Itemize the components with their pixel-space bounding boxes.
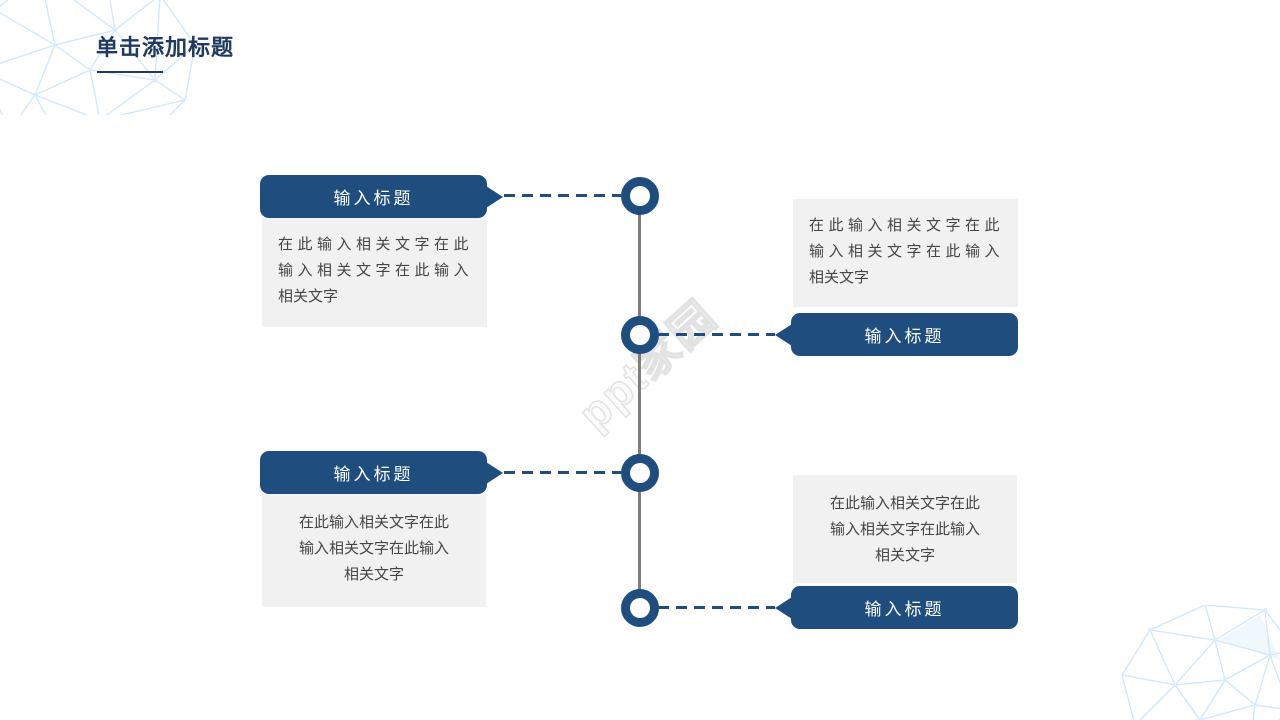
item2-callout-pointer-icon: [775, 323, 792, 346]
item4-title-label: 输入标题: [864, 600, 945, 619]
timeline-node-4: [621, 589, 659, 627]
item1-text-line-3: 相关文字: [278, 288, 339, 305]
timeline-node-3: [621, 454, 659, 492]
item2-title-box[interactable]: 输入标题: [775, 313, 1018, 356]
item4-text-box[interactable]: 在此输入相关文字在此 输入相关文字在此输入 相关文字: [793, 475, 1017, 583]
item1-callout-pointer-icon: [486, 185, 503, 208]
item2-text-box[interactable]: 在此输入相关文字在此 输入相关文字在此输入 相关文字: [793, 199, 1018, 307]
item3-title-label: 输入标题: [333, 465, 414, 484]
timeline-spine: [638, 196, 641, 608]
timeline-node-1: [621, 177, 659, 215]
dashed-connector-2: [658, 333, 775, 336]
item4-text-line-3: 相关文字: [874, 547, 935, 564]
title-underline: [97, 71, 163, 73]
dashed-connector-4: [658, 606, 775, 609]
item4-text-line-1: 在此输入相关文字在此: [829, 495, 980, 512]
item1-title-box[interactable]: 输入标题: [260, 175, 503, 218]
timeline-node-2: [621, 316, 659, 354]
item3-text-line-2: 输入相关文字在此输入: [298, 540, 449, 557]
item3-text-line-1: 在此输入相关文字在此: [298, 514, 449, 531]
item3-text-line-3: 相关文字: [343, 566, 404, 583]
item2-title-label: 输入标题: [864, 327, 945, 346]
item1-text-line-2: 输入相关文字在此输入: [278, 262, 474, 279]
item3-text-box[interactable]: 在此输入相关文字在此 输入相关文字在此输入 相关文字: [262, 494, 486, 607]
item3-title-box[interactable]: 输入标题: [260, 451, 503, 494]
item2-text-line-1: 在此输入相关文字在此: [809, 217, 1005, 234]
dashed-connector-3: [504, 471, 621, 474]
item4-text-line-2: 输入相关文字在此输入: [829, 521, 980, 538]
item4-callout-pointer-icon: [775, 596, 792, 619]
dashed-connector-1: [504, 194, 621, 197]
item2-text-line-2: 输入相关文字在此输入: [809, 243, 1005, 260]
item1-title-label: 输入标题: [333, 189, 414, 208]
item3-callout-pointer-icon: [486, 461, 503, 484]
polygon-mesh-decoration-bottom-right: [1121, 605, 1280, 720]
item4-title-box[interactable]: 输入标题: [775, 586, 1018, 629]
item1-text-box[interactable]: 在此输入相关文字在此 输入相关文字在此输入 相关文字: [262, 218, 487, 327]
item2-text-line-3: 相关文字: [809, 269, 870, 286]
item1-text-line-1: 在此输入相关文字在此: [278, 236, 474, 253]
slide-title[interactable]: 单击添加标题: [96, 35, 235, 60]
watermark: ppt家园: [569, 291, 727, 440]
